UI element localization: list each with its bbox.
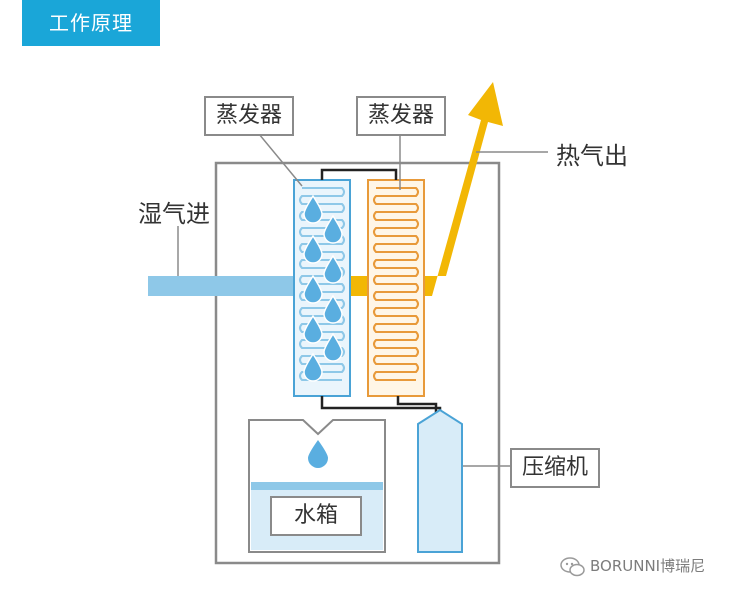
header-tab: 工作原理 [22, 0, 160, 46]
hot-air-arrow [424, 82, 503, 296]
watermark-text: BORUNNI博瑞尼 [590, 557, 706, 575]
droplet [323, 254, 343, 284]
droplet [303, 274, 323, 304]
compressor-unit [417, 408, 463, 553]
humid-air-inlet-bar [148, 276, 298, 296]
evap-left-leader [253, 127, 303, 187]
compressor-label: 压缩机 [510, 448, 600, 488]
evaporator-left-label: 蒸发器 [204, 96, 294, 136]
hot-air-bridge [350, 276, 368, 296]
top-connector-pipe [320, 168, 398, 180]
droplet [323, 214, 343, 244]
header-title: 工作原理 [49, 11, 133, 35]
casing-frame [214, 161, 501, 565]
hot-air-out-label: 热气出 [556, 142, 628, 170]
evaporator-right-unit [367, 179, 425, 397]
wechat-icon [560, 557, 585, 577]
tank-droplet [308, 440, 328, 468]
water-tank-label: 水箱 [270, 496, 362, 536]
droplet [323, 332, 343, 362]
droplet [303, 194, 323, 224]
bottom-pipe-left [320, 396, 442, 420]
humid-air-in-label: 湿气进 [138, 200, 210, 228]
droplet [303, 352, 323, 382]
orange-coil [373, 187, 419, 381]
droplet [323, 294, 343, 324]
droplet [303, 314, 323, 344]
evaporator-left-unit [293, 179, 351, 397]
evaporator-right-label: 蒸发器 [356, 96, 446, 136]
droplet [303, 234, 323, 264]
